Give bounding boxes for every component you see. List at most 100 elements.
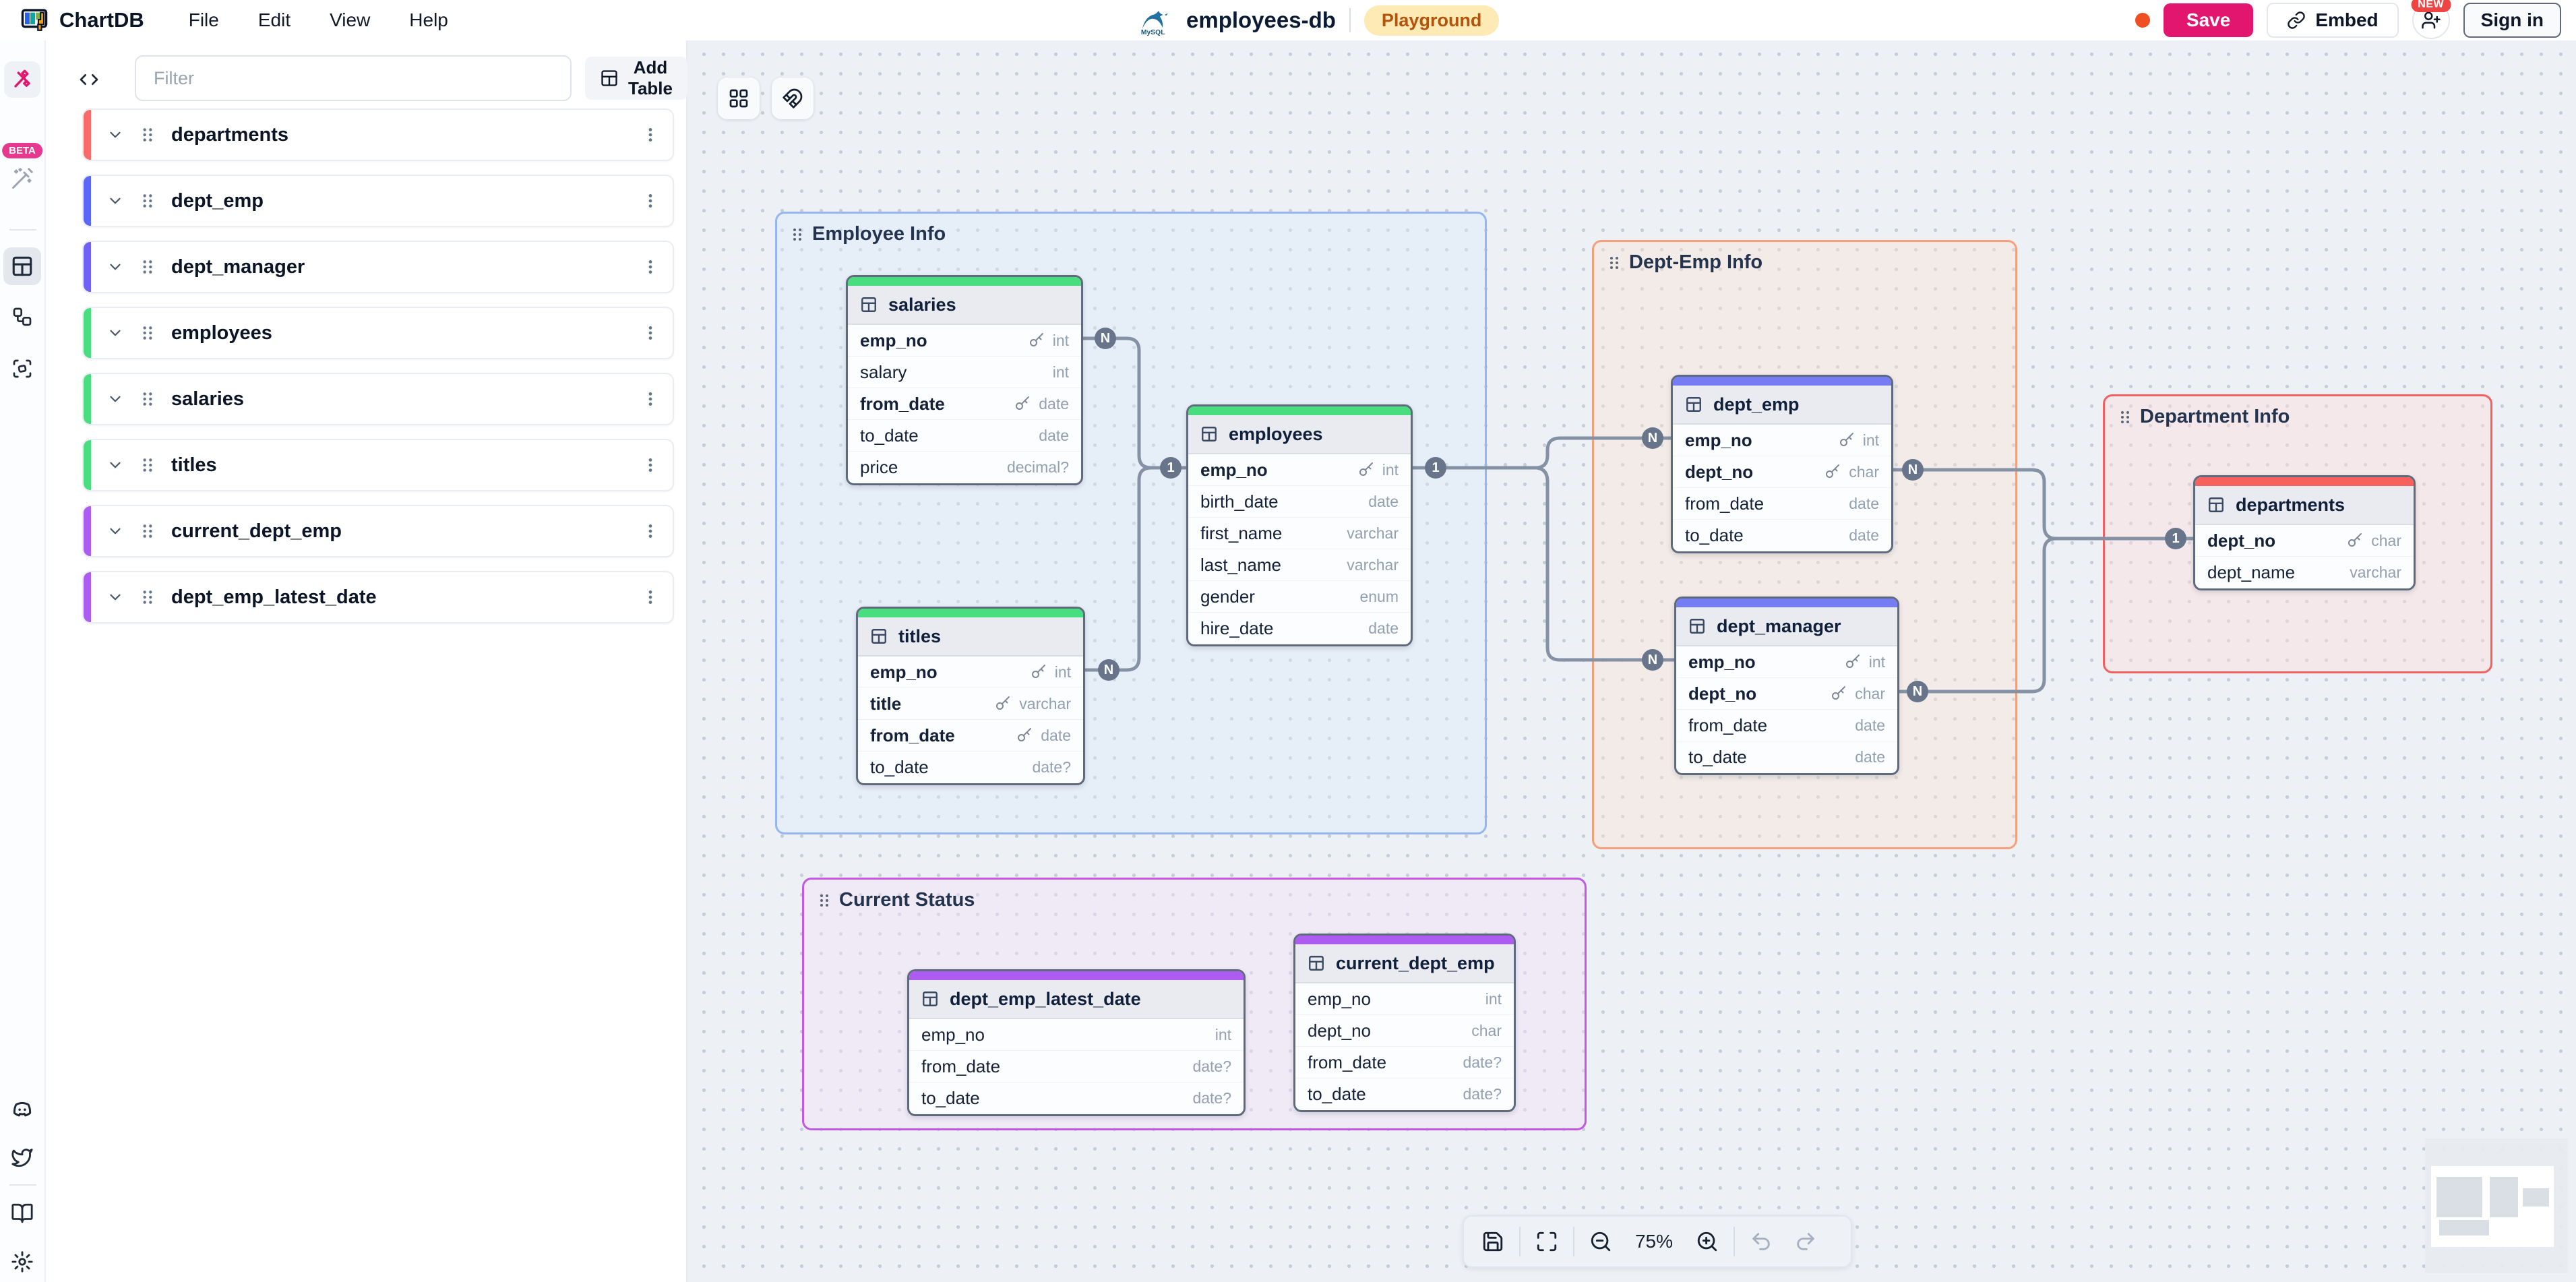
drag-handle-icon[interactable] (791, 226, 804, 243)
diagram-canvas[interactable]: Employee Info Dept-Emp Info Department I… (687, 40, 2576, 1282)
snap-magnet-button[interactable] (772, 78, 814, 119)
table-header[interactable]: salaries (848, 286, 1081, 325)
menu-view[interactable]: View (330, 9, 371, 30)
zoom-level-label[interactable]: 75% (1634, 1231, 1674, 1252)
drag-handle-icon[interactable] (140, 588, 155, 606)
table-header[interactable]: dept_emp (1673, 386, 1891, 425)
areas-tool-button[interactable] (3, 350, 41, 388)
sidebar-item-current_dept_emp[interactable]: current_dept_emp (82, 505, 674, 557)
chevron-down-icon[interactable] (106, 456, 124, 474)
chevron-down-icon[interactable] (106, 258, 124, 276)
kebab-menu-icon[interactable] (642, 522, 659, 540)
sidebar-item-dept_emp[interactable]: dept_emp (82, 175, 674, 227)
settings-gear-icon[interactable] (3, 1243, 41, 1281)
chevron-down-icon[interactable] (106, 192, 124, 210)
tables-tool-button[interactable] (3, 247, 41, 285)
discord-icon[interactable] (3, 1091, 41, 1129)
sidebar-item-dept_manager[interactable]: dept_manager (82, 241, 674, 293)
drag-handle-icon[interactable] (140, 192, 155, 210)
code-view-button[interactable] (69, 59, 109, 100)
save-diagram-button[interactable] (1471, 1221, 1515, 1262)
drag-handle-icon[interactable] (140, 390, 155, 408)
sign-in-button[interactable]: Sign in (2463, 3, 2561, 38)
sidebar-item-dept_emp_latest_date[interactable]: dept_emp_latest_date (82, 571, 674, 623)
kebab-menu-icon[interactable] (642, 390, 659, 408)
add-table-button[interactable]: Add Table (585, 57, 687, 100)
minimap[interactable] (2425, 1138, 2568, 1273)
kebab-menu-icon[interactable] (642, 588, 659, 606)
menu-file[interactable]: File (188, 9, 219, 30)
filter-input[interactable] (135, 55, 572, 101)
save-button[interactable]: Save (2163, 3, 2254, 37)
menu-edit[interactable]: Edit (257, 9, 291, 30)
magic-wand-icon[interactable] (6, 162, 38, 195)
drag-handle-icon[interactable] (140, 324, 155, 342)
table-header[interactable]: current_dept_emp (1295, 944, 1514, 983)
table-header[interactable]: departments (2195, 486, 2414, 525)
fit-view-button[interactable] (1525, 1221, 1569, 1262)
chevron-down-icon[interactable] (106, 522, 124, 540)
redo-button[interactable] (1783, 1221, 1828, 1262)
sidebar-item-titles[interactable]: titles (82, 439, 674, 491)
docs-book-icon[interactable] (3, 1194, 41, 1232)
embed-button[interactable]: Embed (2267, 3, 2399, 38)
drag-handle-icon[interactable] (140, 456, 155, 474)
drag-handle-icon[interactable] (140, 126, 155, 144)
relationships-tool-button[interactable] (3, 298, 41, 336)
sidebar-item-salaries[interactable]: salaries (82, 373, 674, 425)
sidebar-item-employees[interactable]: employees (82, 307, 674, 359)
drag-handle-icon[interactable] (140, 258, 155, 276)
zoom-in-button[interactable] (1685, 1221, 1729, 1262)
sidebar-item-departments[interactable]: departments (82, 109, 674, 161)
table-header[interactable]: employees (1188, 415, 1411, 454)
zoom-out-button[interactable] (1578, 1221, 1623, 1262)
table-header[interactable]: dept_manager (1676, 607, 1897, 646)
layout-grid-button[interactable] (718, 78, 760, 119)
invite-user-button[interactable]: NEW (2411, 0, 2451, 39)
kebab-menu-icon[interactable] (642, 324, 659, 342)
kebab-menu-icon[interactable] (642, 192, 659, 210)
table-header[interactable]: titles (858, 617, 1083, 657)
editor-pencils-icon[interactable] (4, 61, 40, 98)
kebab-menu-icon[interactable] (642, 258, 659, 276)
chevron-down-icon[interactable] (106, 324, 124, 342)
twitter-icon[interactable] (3, 1138, 41, 1176)
kebab-menu-icon[interactable] (642, 456, 659, 474)
undo-button[interactable] (1739, 1221, 1783, 1262)
drag-handle-icon[interactable] (818, 892, 831, 909)
